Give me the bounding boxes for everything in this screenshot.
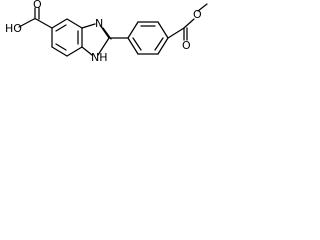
- imidazole-bond-2: [99, 24, 110, 39]
- ester-single-bond-to-oxygen: [183, 18, 195, 29]
- imidazole-bond-3: [97, 37, 110, 56]
- benzene-bond-2: [66, 18, 83, 29]
- imidazole-nh-label: NH: [91, 51, 108, 64]
- benzene-bond-4: [66, 46, 83, 57]
- molecule-canvas: HO O N NH O O: [0, 0, 208, 81]
- imidazole-double-bond-inner: [102, 27, 112, 40]
- ester-methyl-bond: [197, 3, 208, 12]
- phenyl-bond-3: [157, 21, 169, 39]
- phenyl-to-ester-bond: [167, 27, 185, 39]
- phenyl-bond-6: [127, 37, 139, 55]
- benzene-inner-double-bond-3: [55, 43, 67, 51]
- imidazole-ring: [81, 23, 112, 56]
- methyl-ester-group: [167, 3, 208, 41]
- benzene-bond-5: [51, 46, 68, 57]
- acid-carbonyl-oxygen-label: O: [33, 0, 42, 11]
- acid-to-benzene-bond: [35, 18, 53, 29]
- chemical-structure-diagram: HO O N NH O O: [5, 0, 208, 64]
- carboxylic-acid-label: HO: [5, 22, 22, 35]
- imidazole-nitrogen-label: N: [95, 17, 103, 30]
- ester-oxygen-label: O: [193, 8, 202, 21]
- imidazole-bond-4: [81, 46, 93, 56]
- benzene-bond-1: [51, 18, 68, 29]
- carboxylic-acid-group: [18, 7, 53, 29]
- phenyl-bond-1: [127, 21, 139, 39]
- acid-ho-bond: [18, 18, 35, 28]
- benzimidazole-benzene-ring: [51, 18, 83, 57]
- benzene-inner-double-bond-1: [55, 24, 67, 32]
- imidazole-bond-1: [81, 23, 96, 29]
- para-substituted-phenyl-ring: [108, 21, 169, 55]
- phenyl-inner-double-bond-3: [132, 37, 142, 51]
- ester-carbonyl-oxygen-label: O: [182, 39, 191, 52]
- phenyl-inner-double-bond-2: [154, 37, 164, 51]
- phenyl-bond-4: [157, 37, 169, 55]
